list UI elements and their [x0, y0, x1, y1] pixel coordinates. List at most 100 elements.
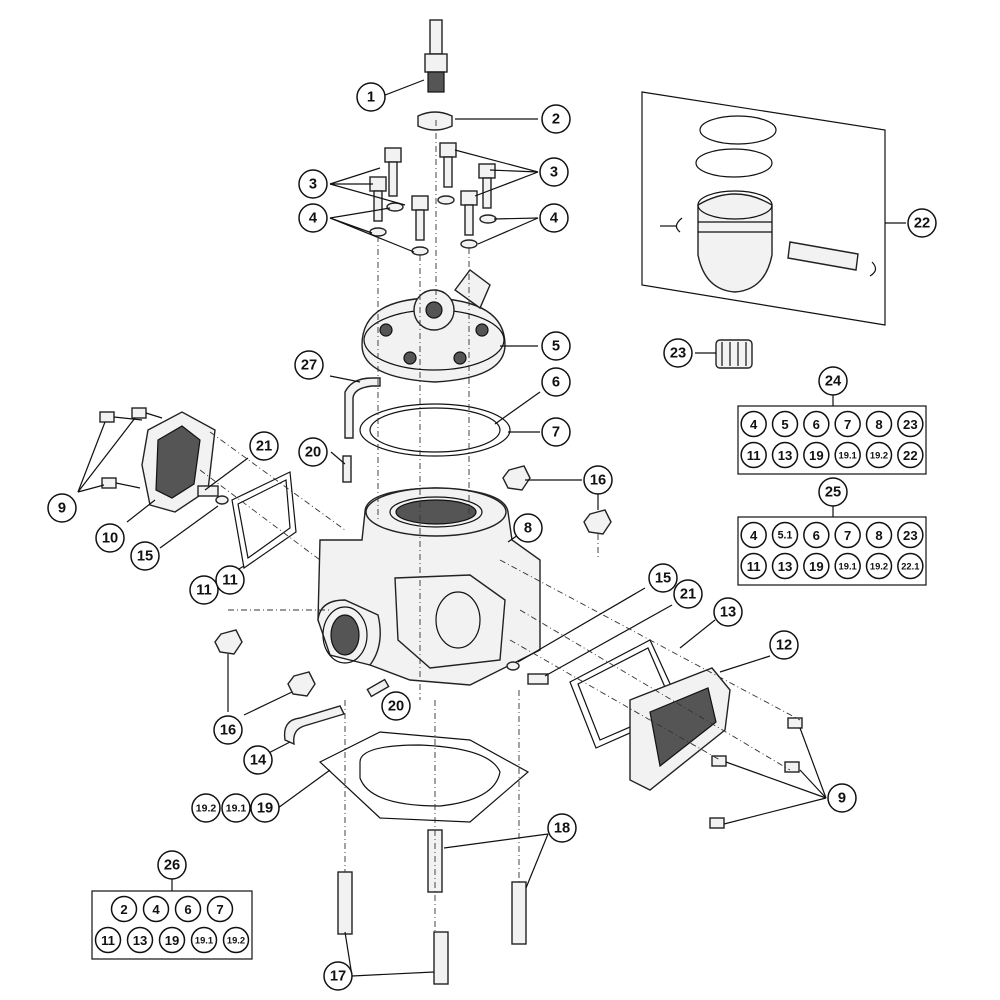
- kit26-item-4: 4: [142, 895, 170, 923]
- callout-4: 4: [298, 203, 328, 233]
- kit25-item-22-1: 22.1: [897, 552, 924, 580]
- piston-ring-upper: [699, 115, 777, 145]
- callout-12: 12: [769, 630, 799, 660]
- flange-nuts: [214, 465, 612, 716]
- callout-15: 15: [648, 563, 678, 593]
- callout-15: 15: [130, 541, 160, 571]
- callout-19-label: 19: [257, 801, 273, 817]
- kit25-item-7: 7: [834, 521, 861, 549]
- callout-14: 14: [243, 745, 273, 775]
- callout-7: 7: [541, 417, 571, 447]
- kit25-item-23-label: 23: [903, 528, 918, 543]
- callout-8: 8: [513, 513, 543, 543]
- callout-6-label: 6: [552, 375, 560, 391]
- kit25-item-6-label: 6: [813, 528, 820, 543]
- kit24-item-23-label: 23: [903, 417, 918, 432]
- kit25-item-23: 23: [897, 521, 924, 549]
- callout-4: 4: [539, 203, 569, 233]
- kit24-item-5-label: 5: [781, 417, 788, 432]
- callout-11-label: 11: [196, 583, 212, 599]
- kit24-item-13: 13: [771, 441, 799, 469]
- callout-20-label: 20: [388, 699, 404, 715]
- kit25-item-8: 8: [865, 521, 893, 549]
- kit26-item-19-1: 19.1: [190, 926, 218, 954]
- head-bolts: [329, 142, 539, 256]
- cylinder: [317, 487, 541, 686]
- callout-24-label: 24: [825, 374, 842, 390]
- head-o-rings: [359, 391, 541, 457]
- kit26-item-2-label: 2: [120, 902, 127, 917]
- kit24-item-6-label: 6: [813, 417, 820, 432]
- callout-10: 10: [95, 523, 125, 553]
- callout-21-label: 21: [680, 587, 696, 603]
- kit26-item-7-label: 7: [216, 902, 223, 917]
- kit25-item-4: 4: [740, 521, 767, 549]
- right-screw-washer: [506, 587, 673, 685]
- callout-18: 18: [547, 813, 577, 843]
- callout-17: 17: [323, 961, 353, 991]
- kit25-item-4-label: 4: [750, 528, 758, 543]
- callout-20: 20: [298, 437, 328, 467]
- kit25-item-6: 6: [803, 521, 830, 549]
- kit26-item-6: 6: [174, 895, 202, 923]
- kit25-item-11: 11: [740, 552, 767, 580]
- callout-9-label: 9: [58, 501, 66, 517]
- kit25-item-13: 13: [771, 552, 799, 580]
- left-valve-cover: [77, 407, 216, 523]
- callout-2-label: 2: [552, 112, 560, 128]
- callout-23: 23: [663, 338, 693, 368]
- needle-bearing: [695, 339, 753, 369]
- assembly-axes: [199, 120, 801, 932]
- kit26-item-4-label: 4: [152, 902, 160, 917]
- callout-11: 11: [189, 575, 219, 605]
- piston-kit-box: [641, 91, 906, 326]
- kit24-item-7-label: 7: [844, 417, 851, 432]
- kit25-item-7-label: 7: [844, 528, 851, 543]
- callout-3-label: 3: [309, 177, 317, 193]
- kit26-item-13: 13: [126, 926, 154, 954]
- callout-22-label: 22: [914, 216, 930, 232]
- kit24-item-19-2: 19.2: [865, 441, 893, 469]
- kit26-item-6-label: 6: [184, 902, 191, 917]
- callout-19-2: 19.2: [191, 793, 221, 823]
- kit24-item-19: 19: [803, 441, 830, 469]
- callout-5-label: 5: [552, 339, 560, 355]
- kit26-item-2: 2: [110, 895, 138, 923]
- kit25-item-13-label: 13: [778, 559, 793, 574]
- kit26-item-7: 7: [206, 895, 234, 923]
- kit26-item-19-2: 19.2: [222, 926, 250, 954]
- callout-9-label: 9: [838, 791, 846, 807]
- callout-20-label: 20: [305, 445, 321, 461]
- callout-22: 22: [907, 208, 937, 238]
- callout-11-label: 11: [222, 573, 238, 589]
- kit24-item-11: 11: [740, 441, 767, 469]
- callout-5: 5: [541, 331, 571, 361]
- callout-12-label: 12: [776, 638, 792, 654]
- callout-23-label: 23: [670, 346, 686, 362]
- kit24-item-4: 4: [740, 410, 767, 438]
- kit24-item-7: 7: [834, 410, 861, 438]
- kit24-item-4-label: 4: [750, 417, 758, 432]
- pin-clip-left: [675, 217, 683, 233]
- callout-11: 11: [215, 565, 245, 595]
- kit26-item-19: 19: [158, 926, 186, 954]
- kit26-item-19-1-label: 19.1: [195, 936, 213, 946]
- kit24-item-19-1-label: 19.1: [839, 451, 857, 461]
- kit25-item-19-1: 19.1: [834, 552, 861, 580]
- callout-16-label: 16: [590, 473, 606, 489]
- kit25-item-11-label: 11: [747, 559, 761, 574]
- lower-hose: [254, 678, 390, 761]
- kit25-item-19-1-label: 19.1: [839, 562, 857, 572]
- callout-25-label: 25: [825, 485, 841, 501]
- dowel-pins: [337, 829, 549, 985]
- callout-4-label: 4: [550, 211, 559, 227]
- kit25-item-19-2-label: 19.2: [870, 562, 888, 572]
- callout-19-1: 19.1: [221, 793, 251, 823]
- kit24-item-8: 8: [865, 410, 893, 438]
- callout-9: 9: [827, 783, 857, 813]
- coolant-hose: [329, 375, 381, 483]
